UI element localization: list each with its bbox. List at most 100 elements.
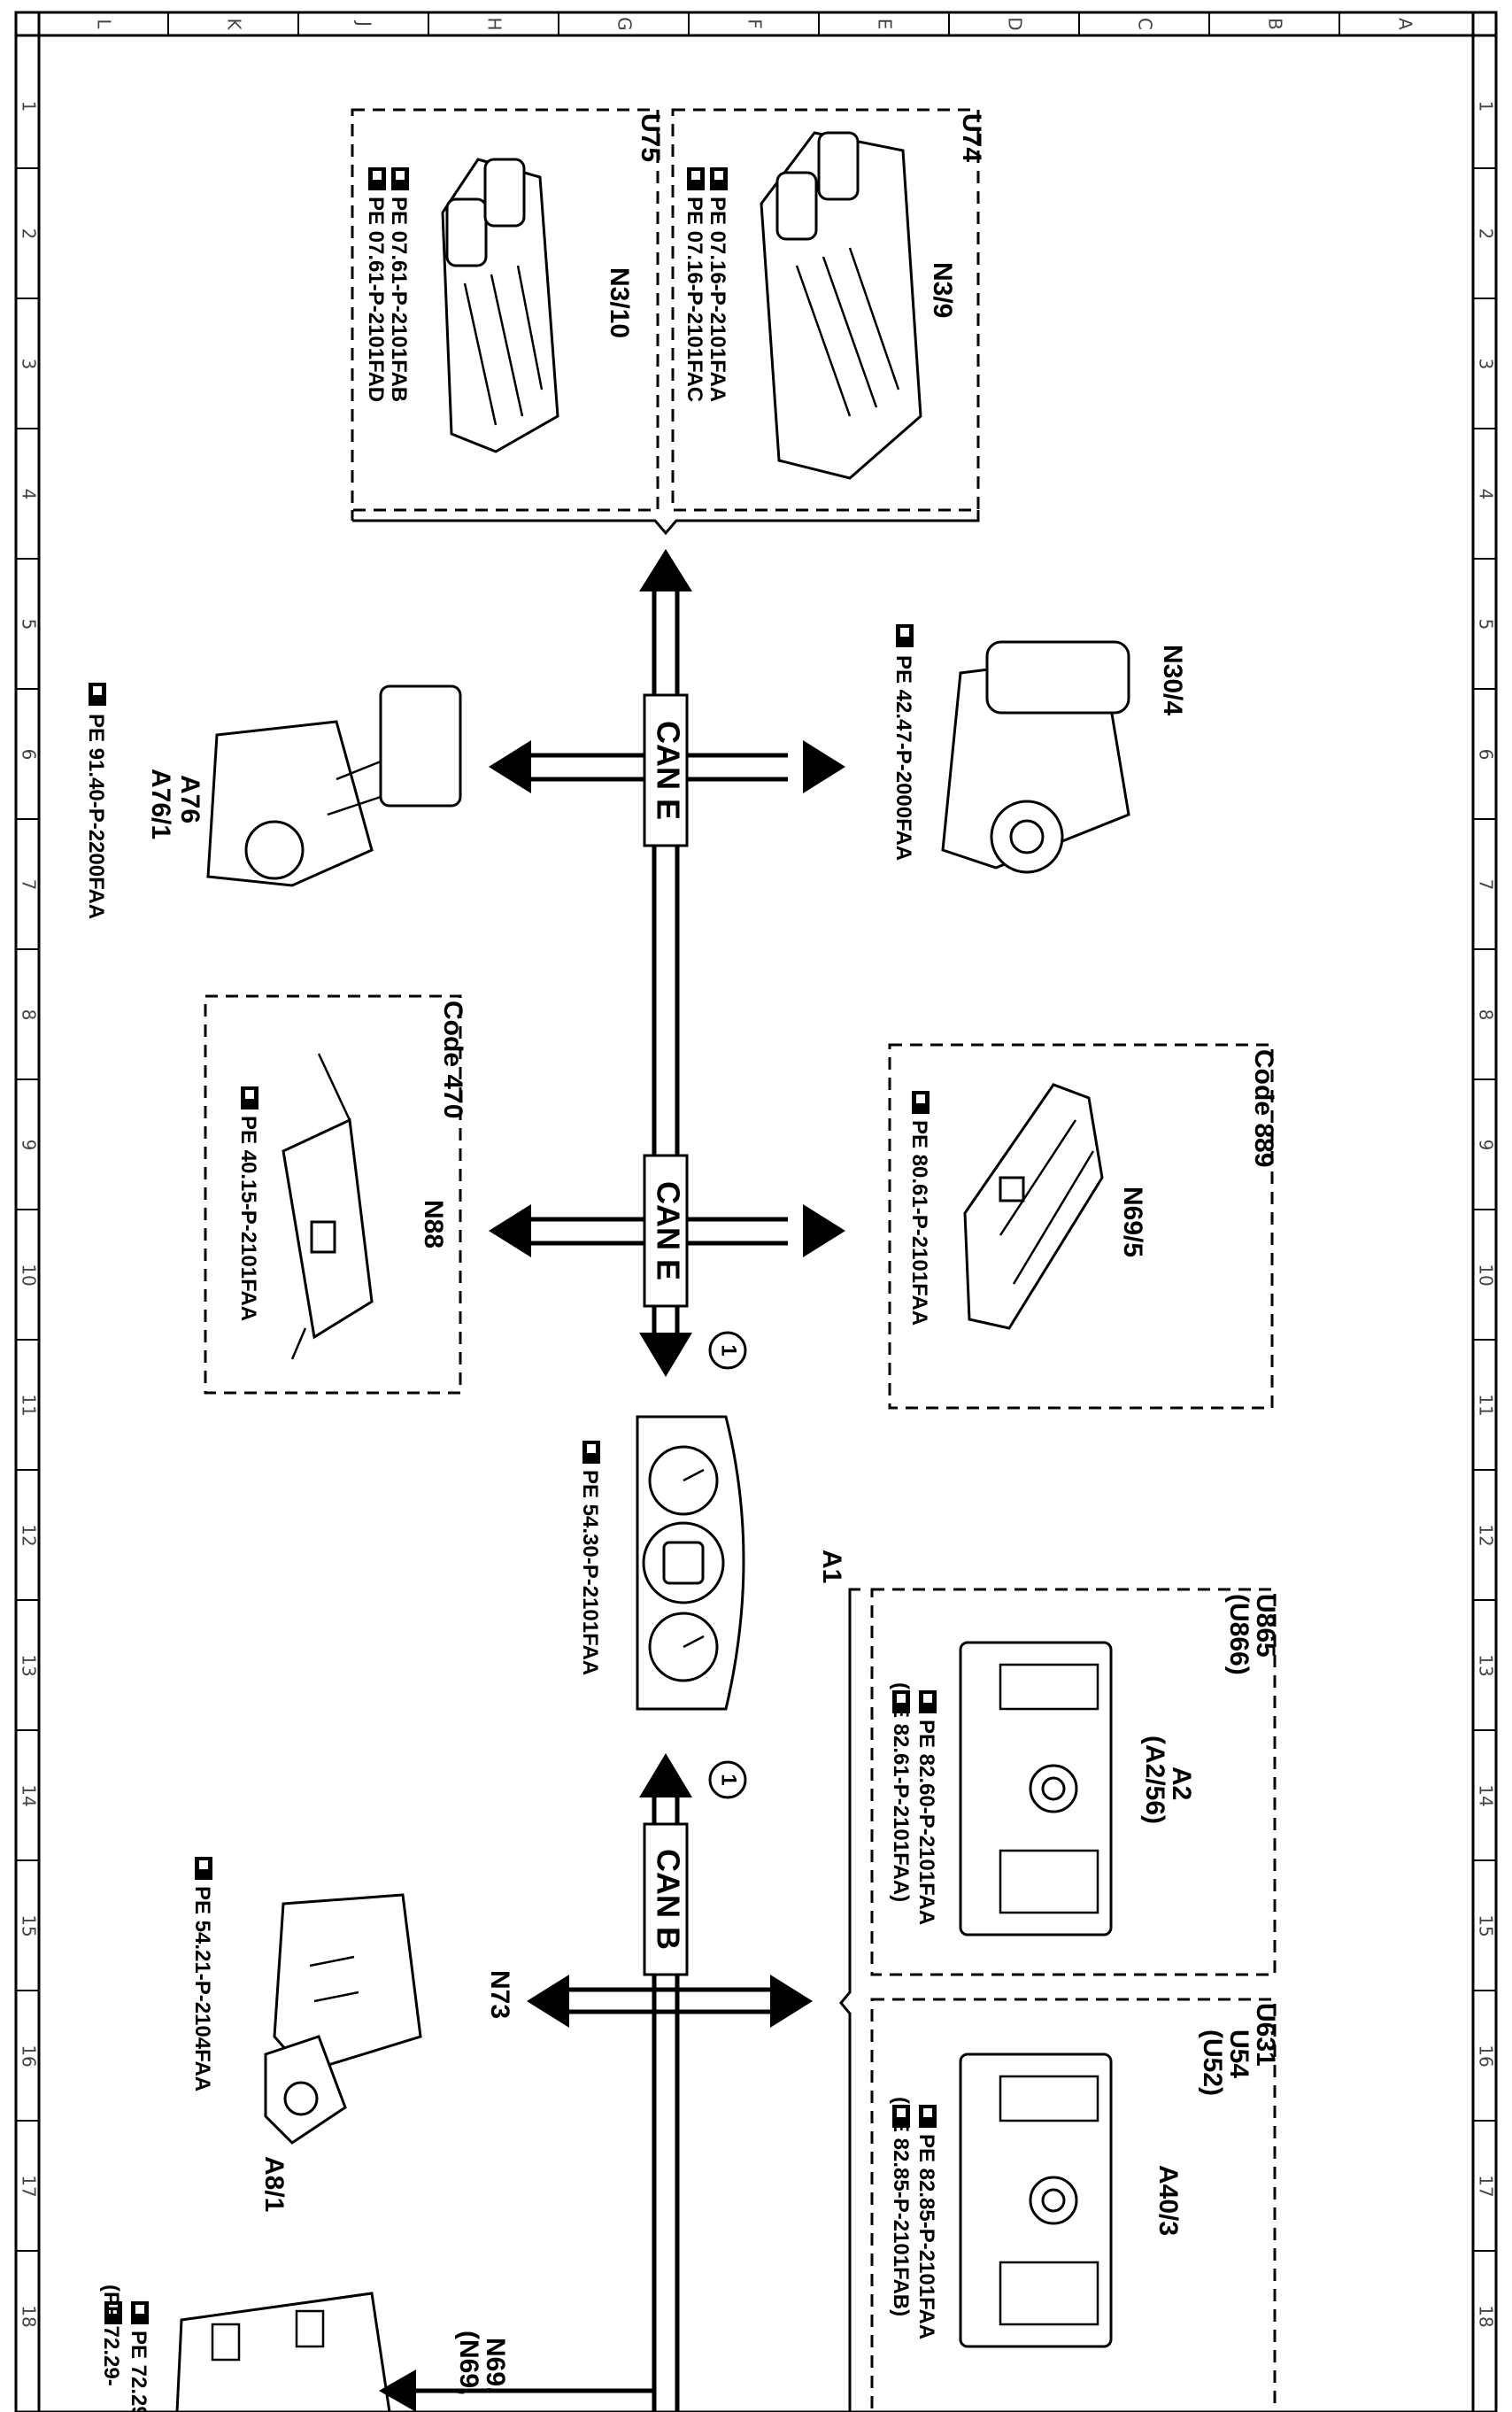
u74-ref2: PE 07.16-P-2101FAC: [683, 197, 706, 402]
grid-letter-b: B: [1265, 18, 1286, 30]
u74-dashed-box: [671, 108, 980, 512]
u74-ref1: PE 07.16-P-2101FAA: [706, 197, 729, 402]
grid-row-2-left: 2: [19, 228, 40, 240]
a76-label: A76: [175, 775, 204, 823]
seat-belt-tensioner-icon: [206, 684, 462, 887]
grid-row-14-left: 14: [19, 1784, 40, 1806]
u75-ref1: PE 07.61-P-2101FAB: [387, 197, 411, 402]
grid-letter-j: J: [354, 19, 375, 27]
grid-row-2-right: 2: [1476, 228, 1497, 240]
a40-3-code2: U54: [1224, 2029, 1254, 2078]
arrow-left-a76: [489, 740, 531, 793]
grid-row-7-right: 7: [1476, 879, 1497, 891]
grid-row-18-right: 18: [1476, 2305, 1497, 2327]
grid-row-16-left: 16: [19, 2045, 40, 2067]
n69-label-partial: N69,: [481, 2338, 510, 2393]
grid-row-1-left: 1: [19, 101, 40, 112]
grid-row-11-left: 11: [19, 1394, 40, 1416]
grid-row-13-left: 13: [19, 1654, 40, 1676]
grid-row-8-right: 8: [1476, 1009, 1497, 1021]
control-unit-n69-5-icon: [963, 1083, 1104, 1330]
n88-hand-icon: [241, 1086, 258, 1109]
can-e-label-lower: CAN E: [650, 1181, 686, 1280]
grid-letter-g: G: [614, 17, 636, 31]
grid-row-18-left: 18: [19, 2305, 40, 2327]
u75-code: U75: [636, 113, 665, 162]
grid-row-14-right: 14: [1476, 1784, 1497, 1806]
grid-row-7-left: 7: [19, 879, 40, 891]
ecu-n3-9-icon: [760, 131, 922, 480]
u75-ref2: PE 07.61-P-2101FAD: [364, 197, 388, 402]
arrow-left-n88: [489, 1204, 531, 1257]
n69-5-dashed-box: [888, 1043, 1274, 1410]
grid-row-11-right: 11: [1476, 1394, 1497, 1416]
n30-4-hand-icon: [896, 624, 914, 647]
a76-hand-icon: [89, 683, 106, 706]
bus-arrows: [489, 549, 845, 2028]
grid-row-10-left: 10: [19, 1264, 40, 1286]
u75-ref1-hand-icon: [391, 167, 409, 190]
a40-3-label: A40/3: [1153, 2165, 1183, 2236]
grid-letter-f: F: [744, 19, 766, 29]
n30-4-ref1: PE 42.47-P-2000FAA: [891, 655, 915, 861]
grid-row-3-right: 3: [1476, 359, 1497, 370]
can-e-label-box-upper: [643, 693, 689, 847]
n69-partial-hand-icon-1: [131, 2301, 149, 2324]
arrow-right-a40-3: [770, 1975, 813, 2028]
abs-unit-n30-4-icon: [941, 640, 1130, 874]
grid-row-5-right: 5: [1476, 619, 1497, 630]
a40-3-ref2-hand-icon: [892, 2105, 910, 2128]
n3-9-label: N3/9: [928, 262, 957, 318]
n73-hand-icon: [195, 1857, 212, 1880]
radio-brace: [839, 1588, 860, 2412]
grid-row-12-left: 12: [19, 1524, 40, 1546]
n69-label-partial-alt: (N69,: [454, 2331, 483, 2395]
grid-row-4-right: 4: [1476, 489, 1497, 500]
a2-label: A2: [1167, 1766, 1196, 1800]
can-e-label-box-lower: [643, 1154, 689, 1308]
grid-row-15-left: 15: [19, 1914, 40, 1937]
marker-1b: 1: [717, 1774, 741, 1785]
grid-letter-l: L: [94, 19, 115, 29]
n73-label: N73: [485, 1970, 514, 2019]
a76-1-label: A76/1: [146, 769, 175, 839]
grid-row-16-right: 16: [1476, 2045, 1497, 2067]
a1-ref1: PE 54.30-P-2101FAA: [578, 1470, 602, 1675]
marker-1b-circle: [708, 1760, 747, 1799]
a40-3-code3: (U52): [1198, 2029, 1227, 2096]
n69-partial-ref2: (PE 72.29-: [99, 2284, 123, 2386]
n69-partial-ref1: PE 72.29-: [127, 2331, 150, 2412]
grid-top-dividers: [167, 12, 1340, 35]
instrument-cluster-icon: [636, 1415, 745, 1711]
arrow-left-n73: [527, 1975, 569, 2028]
u74-u75-brace: [351, 510, 980, 536]
a2-code1: U865: [1251, 1594, 1280, 1658]
tire-pressure-unit-n88-icon: [282, 1053, 374, 1360]
a2-code2: (U866): [1224, 1594, 1254, 1675]
grid-letter-h: H: [484, 17, 505, 30]
grid-letter-d: D: [1005, 17, 1026, 30]
head-unit-a40-3-icon: [959, 2053, 1113, 2348]
n88-code: Code 470: [438, 1001, 467, 1118]
can-b-label-box: [643, 1822, 689, 1976]
can-b-label: CAN B: [650, 1849, 686, 1950]
n69-5-hand-icon: [912, 1091, 930, 1114]
grid-row-5-left: 5: [19, 619, 40, 630]
grid-row-17-right: 17: [1476, 2175, 1497, 2197]
radio-a2-icon: [959, 1641, 1113, 1937]
grid-row-1-right: 1: [1476, 101, 1497, 112]
grid-row-8-left: 8: [19, 1009, 40, 1021]
grid-row-9-left: 9: [19, 1140, 40, 1151]
can-e-label-upper: CAN E: [650, 721, 686, 820]
a1-label: A1: [817, 1550, 846, 1583]
n88-ref1: PE 40.15-P-2101FAA: [236, 1116, 260, 1321]
grid-row-3-left: 3: [19, 359, 40, 370]
u74-ref2-hand-icon: [687, 167, 705, 190]
arrow-up-u74: [639, 549, 692, 591]
grid-row-dividers: [16, 167, 1496, 2252]
arrow-down-a1: [639, 1333, 692, 1377]
grid-row-6-right: 6: [1476, 749, 1497, 761]
a40-3-ref1: PE 82.85-P-2101FAA: [914, 2134, 938, 2339]
arrow-up-a1: [639, 1753, 692, 1797]
